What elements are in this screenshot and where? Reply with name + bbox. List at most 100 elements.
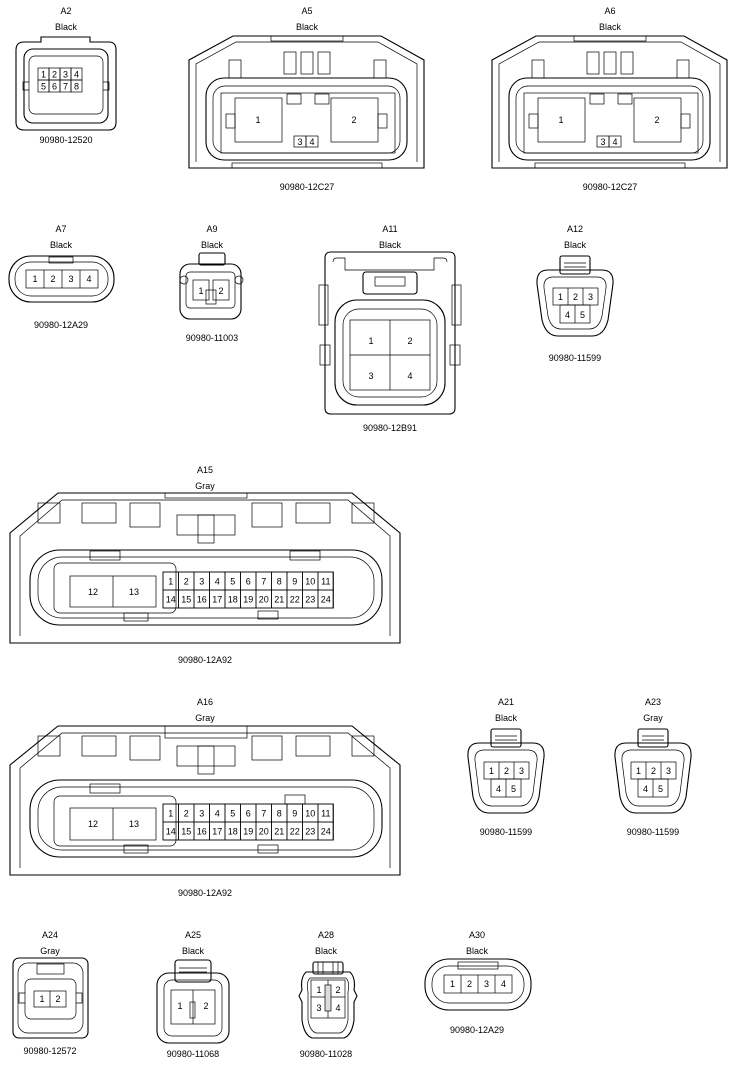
connector-face-A7: 1 2 3 4 xyxy=(8,255,115,303)
pin-5: 5 xyxy=(580,310,585,320)
part-number: 90980-11003 xyxy=(185,333,239,343)
pin-4: 4 xyxy=(407,371,412,381)
pin-1: 1 xyxy=(316,985,321,995)
connector-id: A6 xyxy=(604,6,616,16)
pin-2: 2 xyxy=(407,336,412,346)
pin-12: 12 xyxy=(88,819,98,829)
pin-21: 21 xyxy=(274,595,284,605)
pin-1: 1 xyxy=(168,577,173,587)
pin-23: 23 xyxy=(305,595,315,605)
connector-color: Black xyxy=(181,946,204,956)
pin-1: 1 xyxy=(255,115,260,125)
connector-color: Black xyxy=(494,713,517,723)
pin-4: 4 xyxy=(496,784,501,794)
connector-id: A15 xyxy=(196,465,213,475)
pin-6: 6 xyxy=(52,82,57,92)
connector-color: Black xyxy=(200,240,223,250)
pin-2: 2 xyxy=(573,292,578,302)
pin-4: 4 xyxy=(74,70,79,80)
pin-3: 3 xyxy=(68,274,73,284)
connector-face-A5: 1 2 3 4 xyxy=(188,35,425,169)
connector-color: Black xyxy=(563,240,586,250)
pin-1: 1 xyxy=(32,274,37,284)
pin-2: 2 xyxy=(504,766,509,776)
pin-8: 8 xyxy=(277,809,282,819)
pin-1: 1 xyxy=(489,766,494,776)
pin-15: 15 xyxy=(181,827,191,837)
connector-id: A28 xyxy=(317,930,334,940)
pin-8: 8 xyxy=(74,82,79,92)
pin-3: 3 xyxy=(199,577,204,587)
connector-face-A12: 1 2 3 4 5 xyxy=(536,255,614,337)
part-number: 90980-11599 xyxy=(479,827,533,837)
part-number: 90980-12572 xyxy=(23,1046,77,1056)
pin-7: 7 xyxy=(63,82,68,92)
pin-1: 1 xyxy=(368,336,373,346)
pin-5: 5 xyxy=(41,82,46,92)
connector-id: A16 xyxy=(196,697,213,707)
connector-id: A21 xyxy=(497,697,514,707)
pin-17: 17 xyxy=(212,827,222,837)
pin-16: 16 xyxy=(197,595,207,605)
pin-10: 10 xyxy=(305,577,315,587)
part-number: 90980-12520 xyxy=(39,135,93,145)
pin-21: 21 xyxy=(274,827,284,837)
pin-1: 1 xyxy=(558,115,563,125)
connector-id: A5 xyxy=(301,6,313,16)
connector-id: A2 xyxy=(60,6,72,16)
pin-grid-lower xyxy=(162,803,334,841)
pin-2: 2 xyxy=(203,1001,208,1011)
connector-face-A11: 1 2 3 4 xyxy=(318,251,462,415)
pin-5: 5 xyxy=(511,784,516,794)
pin-4: 4 xyxy=(565,310,570,320)
pin-1: 1 xyxy=(168,809,173,819)
part-number: 90980-11028 xyxy=(299,1049,353,1059)
pin-24: 24 xyxy=(321,827,331,837)
connector-face-A23: 1 2 3 4 5 xyxy=(614,728,692,814)
pin-5: 5 xyxy=(230,809,235,819)
pin-4: 4 xyxy=(215,809,220,819)
pin-2: 2 xyxy=(184,809,189,819)
pin-23: 23 xyxy=(305,827,315,837)
part-number: 90980-12A29 xyxy=(449,1025,505,1035)
pin-4: 4 xyxy=(612,137,617,147)
pin-4: 4 xyxy=(501,979,506,989)
pin-2: 2 xyxy=(50,274,55,284)
pin-5: 5 xyxy=(230,577,235,587)
pin-20: 20 xyxy=(259,827,269,837)
pin-3: 3 xyxy=(63,70,68,80)
pin-18: 18 xyxy=(228,827,238,837)
part-number: 90980-11599 xyxy=(548,353,602,363)
pin-1: 1 xyxy=(558,292,563,302)
connector-color: Gray xyxy=(195,713,215,723)
connector-id: A24 xyxy=(41,930,58,940)
connector-face-A6: 1 2 3 4 xyxy=(491,35,728,169)
pin-grid-upper xyxy=(162,571,334,609)
pin-4: 4 xyxy=(643,784,648,794)
connector-id: A23 xyxy=(644,697,661,707)
pin-13: 13 xyxy=(129,587,139,597)
part-number: 90980-12A92 xyxy=(177,888,233,898)
connector-face-A16: 12 13 1 2 3 4 5 6 7 8 9 10 11 14 15 16 1… xyxy=(9,725,401,876)
connector-color: Black xyxy=(295,22,318,32)
part-number: 90980-11068 xyxy=(166,1049,220,1059)
pin-3: 3 xyxy=(588,292,593,302)
pin-3: 3 xyxy=(600,137,605,147)
connector-id: A30 xyxy=(468,930,485,940)
pin-8: 8 xyxy=(277,577,282,587)
pin-19: 19 xyxy=(243,827,253,837)
connector-face-A25: 1 2 xyxy=(156,959,230,1044)
pin-20: 20 xyxy=(259,595,269,605)
pin-2: 2 xyxy=(335,985,340,995)
pin-4: 4 xyxy=(309,137,314,147)
part-number: 90980-12C27 xyxy=(582,182,638,192)
pin-3: 3 xyxy=(199,809,204,819)
pin-5: 5 xyxy=(658,784,663,794)
pin-9: 9 xyxy=(292,809,297,819)
connector-face-A2: 1 2 3 4 5 6 7 8 xyxy=(15,36,117,131)
pin-4: 4 xyxy=(215,577,220,587)
pin-2: 2 xyxy=(52,70,57,80)
pin-11: 11 xyxy=(321,577,330,587)
pin-1: 1 xyxy=(39,994,44,1004)
